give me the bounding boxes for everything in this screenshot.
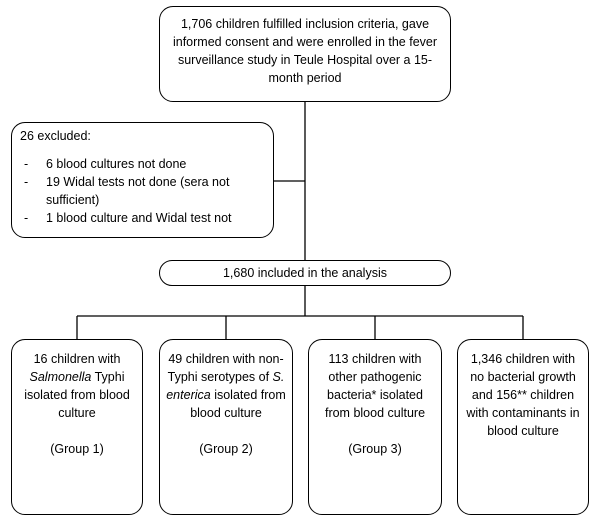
- list-dash: -: [24, 157, 29, 171]
- excluded-item: - 1 blood culture and Widal test not: [20, 209, 265, 227]
- group-1-text: 16 children with Salmonella Typhi isolat…: [24, 352, 130, 420]
- group-1-text-part: 16 children with: [33, 352, 121, 366]
- excluded-item: - 19 Widal tests not done (sera not suffi…: [20, 173, 265, 209]
- group-4-box: 1,346 children with no bacterial growth …: [457, 339, 589, 515]
- group-2-label: (Group 2): [199, 442, 253, 456]
- group-3-text: 113 children with other pathogenic bacte…: [324, 352, 426, 420]
- excluded-item-text: 19 Widal tests not done (sera not suffic…: [46, 175, 230, 207]
- included-box: 1,680 included in the analysis: [159, 260, 451, 286]
- group-2-text-part: 49 children with non-Typhi serotypes of: [167, 352, 284, 384]
- group-3-box: 113 children with other pathogenic bacte…: [308, 339, 442, 515]
- excluded-item-text: 1 blood culture and Widal test not: [46, 211, 232, 225]
- enrolled-text: 1,706 children fulfilled inclusion crite…: [172, 17, 438, 85]
- excluded-item: - 6 blood cultures not done: [20, 155, 265, 173]
- group-3-label: (Group 3): [348, 442, 402, 456]
- group-2-box: 49 children with non-Typhi serotypes of …: [159, 339, 293, 515]
- list-dash: -: [24, 175, 29, 189]
- excluded-box: 26 excluded: - 6 blood cultures not done …: [11, 122, 274, 238]
- excluded-list: - 6 blood cultures not done - 19 Widal tes…: [20, 155, 265, 227]
- group-4-text: 1,346 children with no bacterial growth …: [466, 352, 580, 438]
- excluded-item-text: 6 blood cultures not done: [46, 157, 187, 171]
- group-1-box: 16 children with Salmonella Typhi isolat…: [11, 339, 143, 515]
- group-1-label: (Group 1): [50, 442, 104, 456]
- group-1-text-part: Typhi isolated from blood culture: [24, 370, 130, 420]
- group-2-text-part: isolated from blood culture: [190, 388, 286, 420]
- group-2-italic: S. enterica: [166, 370, 285, 402]
- enrolled-box: 1,706 children fulfilled inclusion crite…: [159, 6, 451, 102]
- included-text: 1,680 included in the analysis: [222, 266, 387, 280]
- excluded-title: 26 excluded:: [20, 129, 91, 143]
- list-dash: -: [24, 211, 29, 225]
- group-2-text: 49 children with non-Typhi serotypes of …: [166, 352, 286, 420]
- group-1-italic: Salmonella: [29, 370, 92, 384]
